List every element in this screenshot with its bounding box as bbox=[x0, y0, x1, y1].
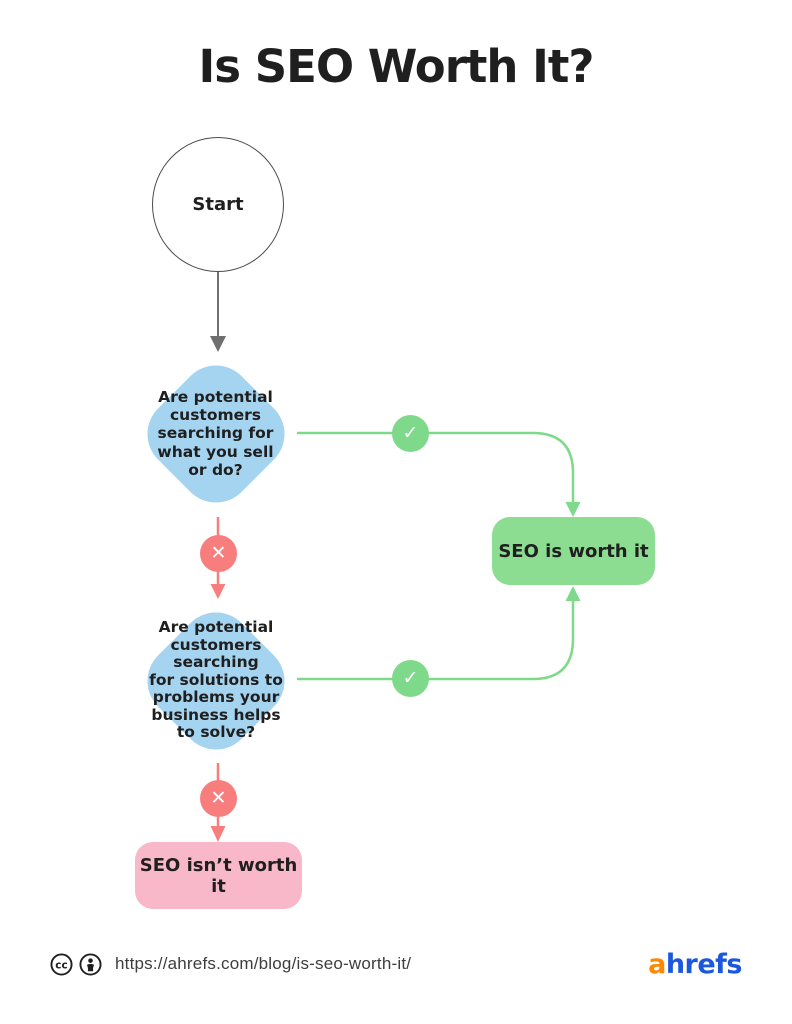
checkmark-icon-2: ✓ bbox=[392, 660, 429, 697]
license-icons: cc bbox=[50, 952, 102, 976]
result-not-worth-it-label: SEO isn’t worth it bbox=[139, 854, 298, 897]
decision-2-text: Are potential customers searching for so… bbox=[149, 618, 283, 742]
edge-decision1-to-worth bbox=[297, 431, 575, 502]
svg-text:cc: cc bbox=[55, 959, 68, 971]
checkmark-icon-1: ✓ bbox=[392, 415, 429, 452]
result-worth-it-label: SEO is worth it bbox=[498, 540, 649, 562]
result-node-worth-it: SEO is worth it bbox=[492, 517, 655, 585]
result-node-not-worth-it: SEO isn’t worth it bbox=[135, 842, 302, 909]
cc-icon: cc bbox=[50, 952, 73, 976]
source-url: https://ahrefs.com/blog/is-seo-worth-it/ bbox=[115, 954, 412, 973]
footer: cc https://ahrefs.com/blog/is-seo-worth-… bbox=[50, 946, 743, 982]
decision-1-text: Are potential customers searching for wh… bbox=[157, 387, 274, 479]
logo-part-a: a bbox=[648, 948, 666, 980]
edge-decision2-to-worth bbox=[297, 601, 575, 681]
page-title: Is SEO Worth It? bbox=[198, 40, 595, 93]
cross-icon-1: ✕ bbox=[200, 535, 237, 572]
attribution-icon bbox=[79, 952, 102, 976]
start-node: Start bbox=[152, 137, 284, 272]
decision-node-1: Are potential customers searching for wh… bbox=[132, 350, 299, 517]
ahrefs-logo: ahrefs bbox=[648, 949, 742, 980]
decision-node-2: Are potential customers searching for so… bbox=[132, 597, 300, 764]
arrowhead-red-2 bbox=[210, 826, 226, 842]
arrowhead-green-up bbox=[565, 586, 581, 601]
arrowhead-green-down bbox=[565, 502, 581, 517]
start-label: Start bbox=[192, 194, 244, 215]
cross-icon-2: ✕ bbox=[200, 780, 237, 817]
logo-part-hrefs: hrefs bbox=[665, 948, 743, 980]
